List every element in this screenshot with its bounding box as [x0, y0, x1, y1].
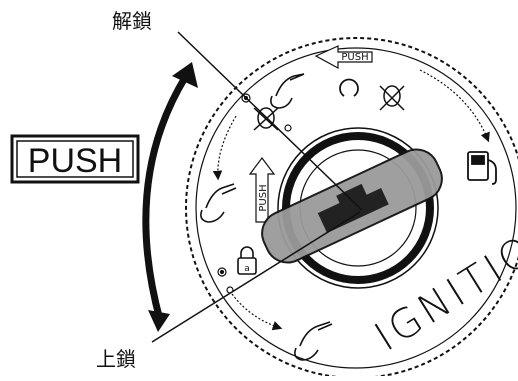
svg-text:a: a: [244, 264, 250, 274]
lock-icon: a: [237, 246, 257, 275]
push-small-top-label: PUSH: [341, 52, 368, 63]
ring-icon: [339, 78, 359, 97]
big-rotation-arrow: [142, 62, 198, 332]
lock-label: 上鎖: [96, 347, 136, 371]
hand-push-icon: [200, 183, 237, 223]
ring-arrows: [212, 69, 490, 331]
push-big-label: PUSH: [28, 142, 122, 180]
key-slot: [317, 183, 389, 234]
push-big-box: PUSH: [10, 134, 140, 184]
unlock-label: 解鎖: [112, 9, 152, 33]
push-small-top: PUSH: [314, 45, 373, 70]
leader-lines: [151, 31, 363, 343]
push-small-left: PUSH: [248, 157, 276, 223]
headlight-off-icon: [379, 85, 405, 111]
push-small-left-label: PUSH: [258, 184, 269, 211]
hand-push-icon: [294, 321, 333, 361]
headlight-on-icon: [253, 107, 279, 131]
key-head: [261, 148, 443, 264]
fuel-pump-icon: [467, 151, 497, 185]
